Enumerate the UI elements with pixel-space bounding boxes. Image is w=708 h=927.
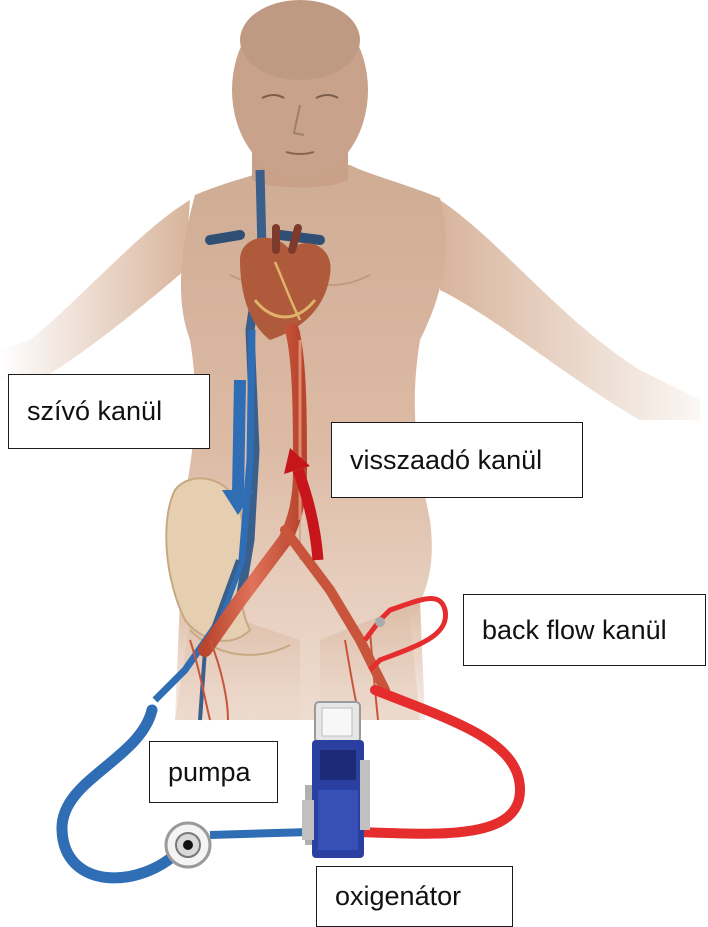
pump-text: pumpa (168, 757, 251, 788)
back-flow-cannula-label: back flow kanül (463, 594, 706, 666)
oxygenator-icon (302, 702, 370, 858)
oxygenator-label: oxigenátor (316, 866, 513, 927)
suction-cannula-label: szívó kanül (8, 374, 210, 449)
pump-label: pumpa (149, 741, 278, 803)
return-cannula-text: visszaadó kanül (350, 445, 542, 476)
suction-cannula-text: szívó kanül (27, 396, 162, 427)
oxygenator-text: oxigenátor (335, 881, 461, 912)
return-cannula-label: visszaadó kanül (331, 422, 583, 498)
back-flow-cannula-text: back flow kanül (482, 615, 667, 646)
pump-icon (166, 823, 210, 867)
